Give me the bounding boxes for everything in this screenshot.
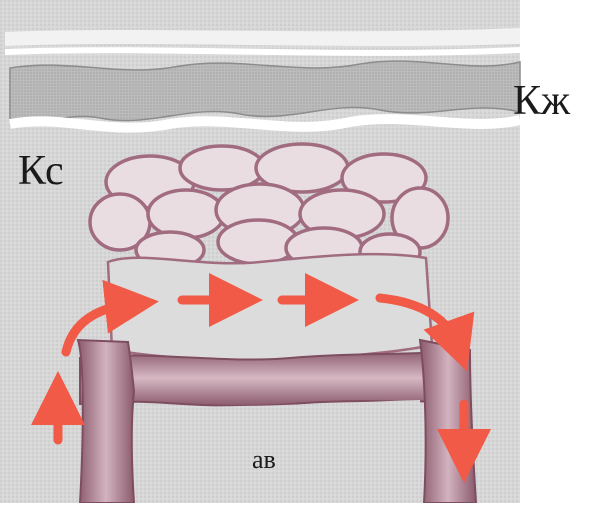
arteriovenous-vessel [78, 340, 476, 503]
label-av: ав [252, 447, 276, 473]
label-ks: Кс [18, 150, 64, 192]
capillary-network [90, 144, 448, 270]
label-kzh: Кж [513, 80, 570, 122]
vessel-loop [108, 254, 432, 360]
